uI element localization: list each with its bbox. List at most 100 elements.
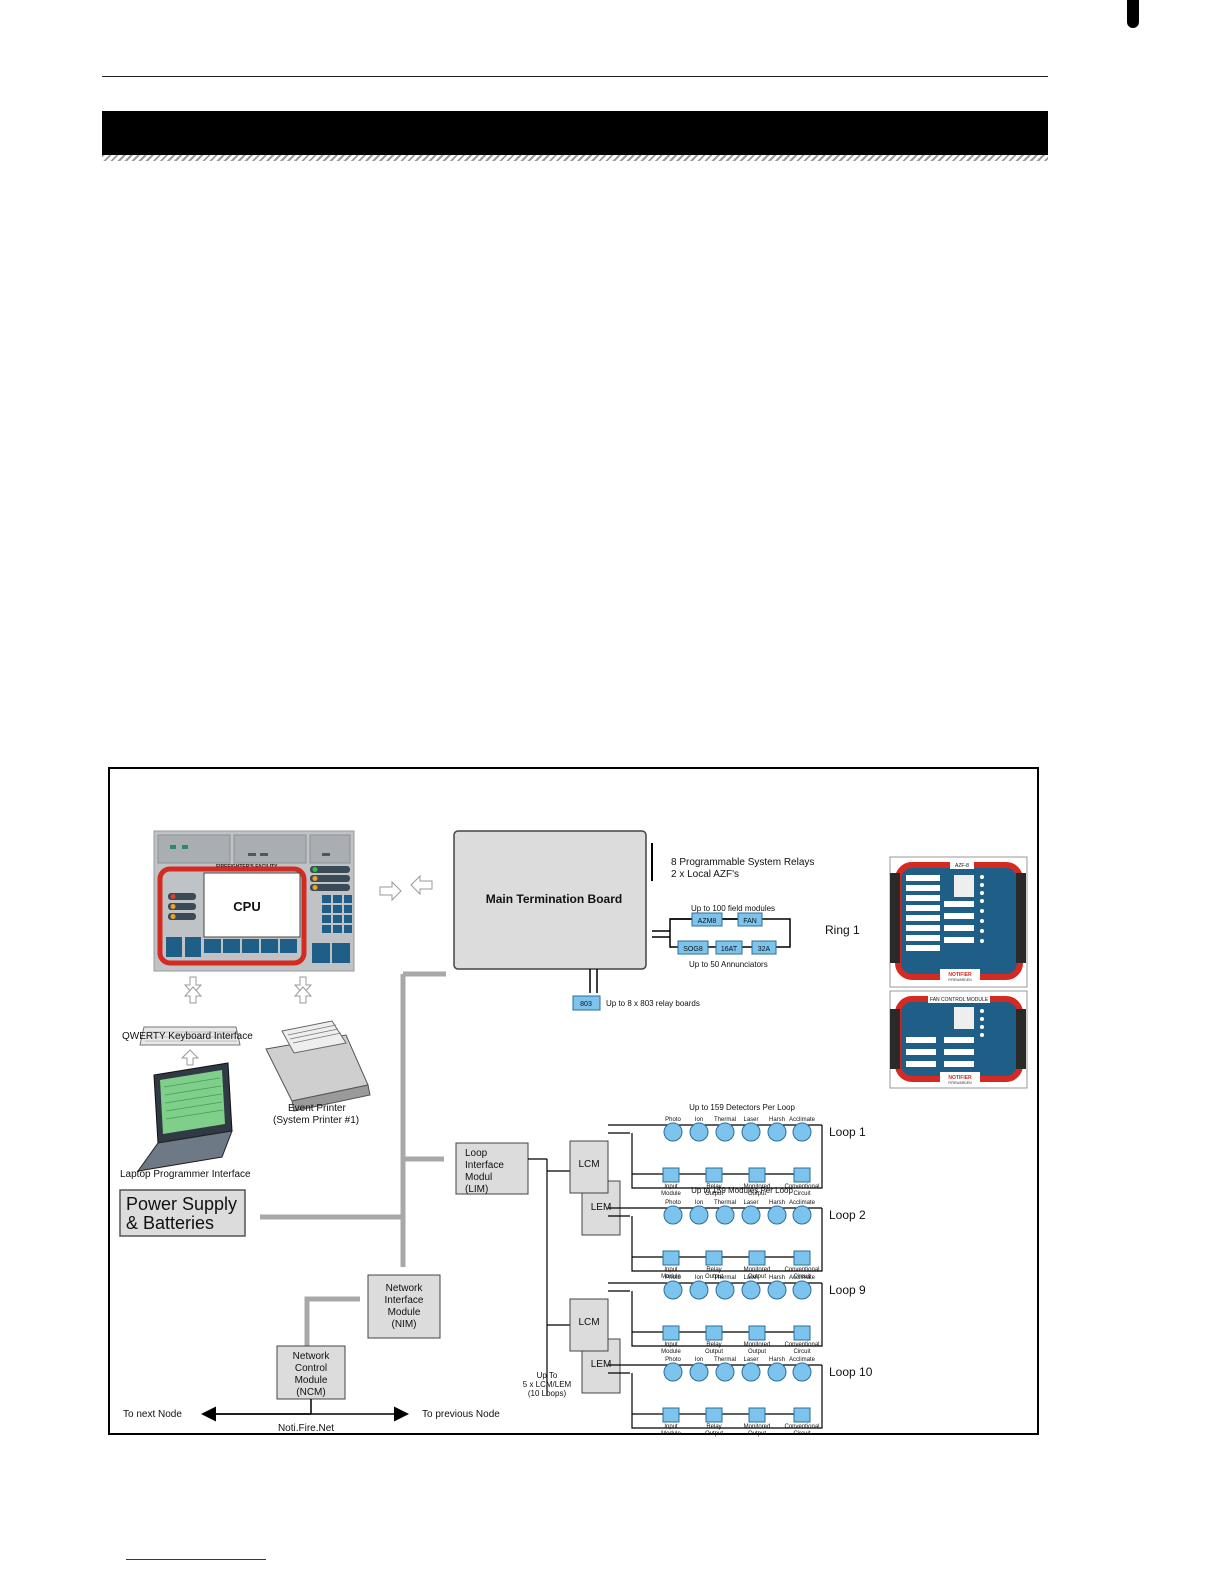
section-title-bar	[102, 111, 1048, 155]
detectors-per-loop-label: Up to 159 Detectors Per Loop	[689, 1103, 795, 1112]
detector-type-label: Harsh	[769, 1275, 785, 1281]
printer-icon	[265, 1020, 371, 1112]
main-termination-board	[453, 830, 647, 970]
detector-icon	[767, 1122, 787, 1142]
module-type-label: Relay	[706, 1267, 721, 1273]
module-type-label: Input	[664, 1424, 678, 1430]
module-icon	[662, 1325, 680, 1341]
detector-type-label: Laser	[743, 1117, 758, 1123]
nim-label-4: (NIM)	[392, 1319, 417, 1330]
header-rule	[102, 76, 1048, 77]
module-icon	[748, 1250, 766, 1266]
ring-label: Ring 1	[825, 923, 860, 937]
upto-lcm-1: Up To	[537, 1371, 558, 1380]
module-icon	[793, 1167, 811, 1183]
module-type-sublabel: Output	[748, 1191, 766, 1197]
detector-type-label: Laser	[743, 1275, 758, 1281]
detector-icon	[741, 1362, 761, 1382]
keyboard-label: QWERTY Keyboard Interface	[122, 1031, 253, 1042]
module-type-label: Input	[664, 1267, 678, 1273]
module-type-label: Relay	[706, 1184, 721, 1190]
annunciators-label: Up to 50 Annunciators	[689, 960, 768, 969]
detector-type-label: Thermal	[714, 1200, 736, 1206]
module-type-sublabel: Module	[661, 1349, 681, 1355]
detector-icon	[792, 1362, 812, 1382]
module-type-label: Conventional	[784, 1267, 819, 1273]
azm8-label: AZM8	[698, 918, 717, 925]
laptop-icon	[136, 1062, 233, 1172]
module-type-sublabel: Output	[705, 1274, 723, 1280]
lcm-box-2	[569, 1298, 609, 1352]
nim-label-2: Interface	[385, 1295, 424, 1306]
main-board-label: Main Termination Board	[486, 892, 622, 906]
detector-icon	[767, 1205, 787, 1225]
detector-type-label: Ion	[695, 1200, 703, 1206]
printer-label: Event Printer	[288, 1103, 346, 1114]
module-type-sublabel: Module	[661, 1274, 681, 1280]
relay-803-label: 803	[580, 1001, 592, 1008]
fan-label: FAN	[743, 918, 757, 925]
detector-type-label: Harsh	[769, 1200, 785, 1206]
module-type-sublabel: Module	[661, 1191, 681, 1197]
lim-box	[455, 1142, 529, 1195]
module-type-label: Conventional	[784, 1184, 819, 1190]
detector-type-label: Acclimate	[789, 1357, 816, 1363]
module-type-label: Input	[664, 1184, 678, 1190]
module-icon	[705, 1407, 723, 1423]
system-diagram-svg: FIREFIGHTER'S FACILITY CPU	[119, 830, 1028, 1437]
detector-type-label: Photo	[665, 1357, 681, 1363]
module-type-label: Conventional	[784, 1424, 819, 1430]
module-type-sublabel: Output	[705, 1431, 723, 1437]
loop-label: Loop 1	[829, 1125, 866, 1139]
ncm-label-2: Control	[295, 1363, 327, 1374]
lcm-label-2: LCM	[578, 1317, 599, 1328]
detector-icon	[767, 1362, 787, 1382]
lim-wiring	[528, 1158, 570, 1396]
sog8-label: SOG8	[683, 946, 703, 953]
detector-icon	[715, 1362, 735, 1382]
module-type-sublabel: Module	[661, 1431, 681, 1437]
nim-label-1: Network	[386, 1283, 424, 1294]
ncm-label-4: (NCM)	[296, 1387, 325, 1398]
ncm-box	[276, 1345, 346, 1400]
loop-label: Loop 2	[829, 1208, 866, 1222]
detector-icon	[689, 1205, 709, 1225]
azf-sub: FIREWARDEN	[948, 978, 972, 982]
module-type-label: Input	[664, 1342, 678, 1348]
detector-type-label: Laser	[743, 1200, 758, 1206]
lem-label-2: LEM	[591, 1359, 612, 1370]
relay-boards-label: Up to 8 x 803 relay boards	[606, 999, 700, 1008]
detector-type-label: Thermal	[714, 1275, 736, 1281]
module-type-label: Monitored	[744, 1342, 771, 1348]
16at-module	[715, 940, 743, 955]
lcm-label-1: LCM	[578, 1159, 599, 1170]
module-icon	[662, 1407, 680, 1423]
module-type-label: Relay	[706, 1424, 721, 1430]
detector-icon	[689, 1122, 709, 1142]
upto-lcm-2: 5 x LCM/LEM	[523, 1380, 572, 1389]
title-bar-hatch	[102, 155, 1048, 161]
detector-icon	[715, 1122, 735, 1142]
relay-803-module	[572, 995, 601, 1011]
detector-type-label: Acclimate	[789, 1200, 816, 1206]
detector-type-label: Laser	[743, 1357, 758, 1363]
field-modules-label: Up to 100 field modules	[691, 904, 775, 913]
fan-module	[737, 912, 763, 927]
network-bus-label: Noti.Fire.Net	[278, 1423, 334, 1434]
cpu-panel: FIREFIGHTER'S FACILITY CPU	[153, 830, 355, 972]
module-icon	[662, 1250, 680, 1266]
module-icon	[748, 1325, 766, 1341]
sog8-module	[677, 940, 709, 955]
laptop-label: Laptop Programmer Interface	[120, 1169, 251, 1180]
module-icon	[748, 1407, 766, 1423]
detector-type-label: Harsh	[769, 1357, 785, 1363]
module-type-sublabel: Circuit	[793, 1431, 810, 1437]
azm8-module	[691, 912, 723, 927]
lem-label-1: LEM	[591, 1202, 612, 1213]
module-icon	[748, 1167, 766, 1183]
fan-sub: FIREWARDEN	[948, 1081, 972, 1085]
module-type-label: Relay	[706, 1342, 721, 1348]
